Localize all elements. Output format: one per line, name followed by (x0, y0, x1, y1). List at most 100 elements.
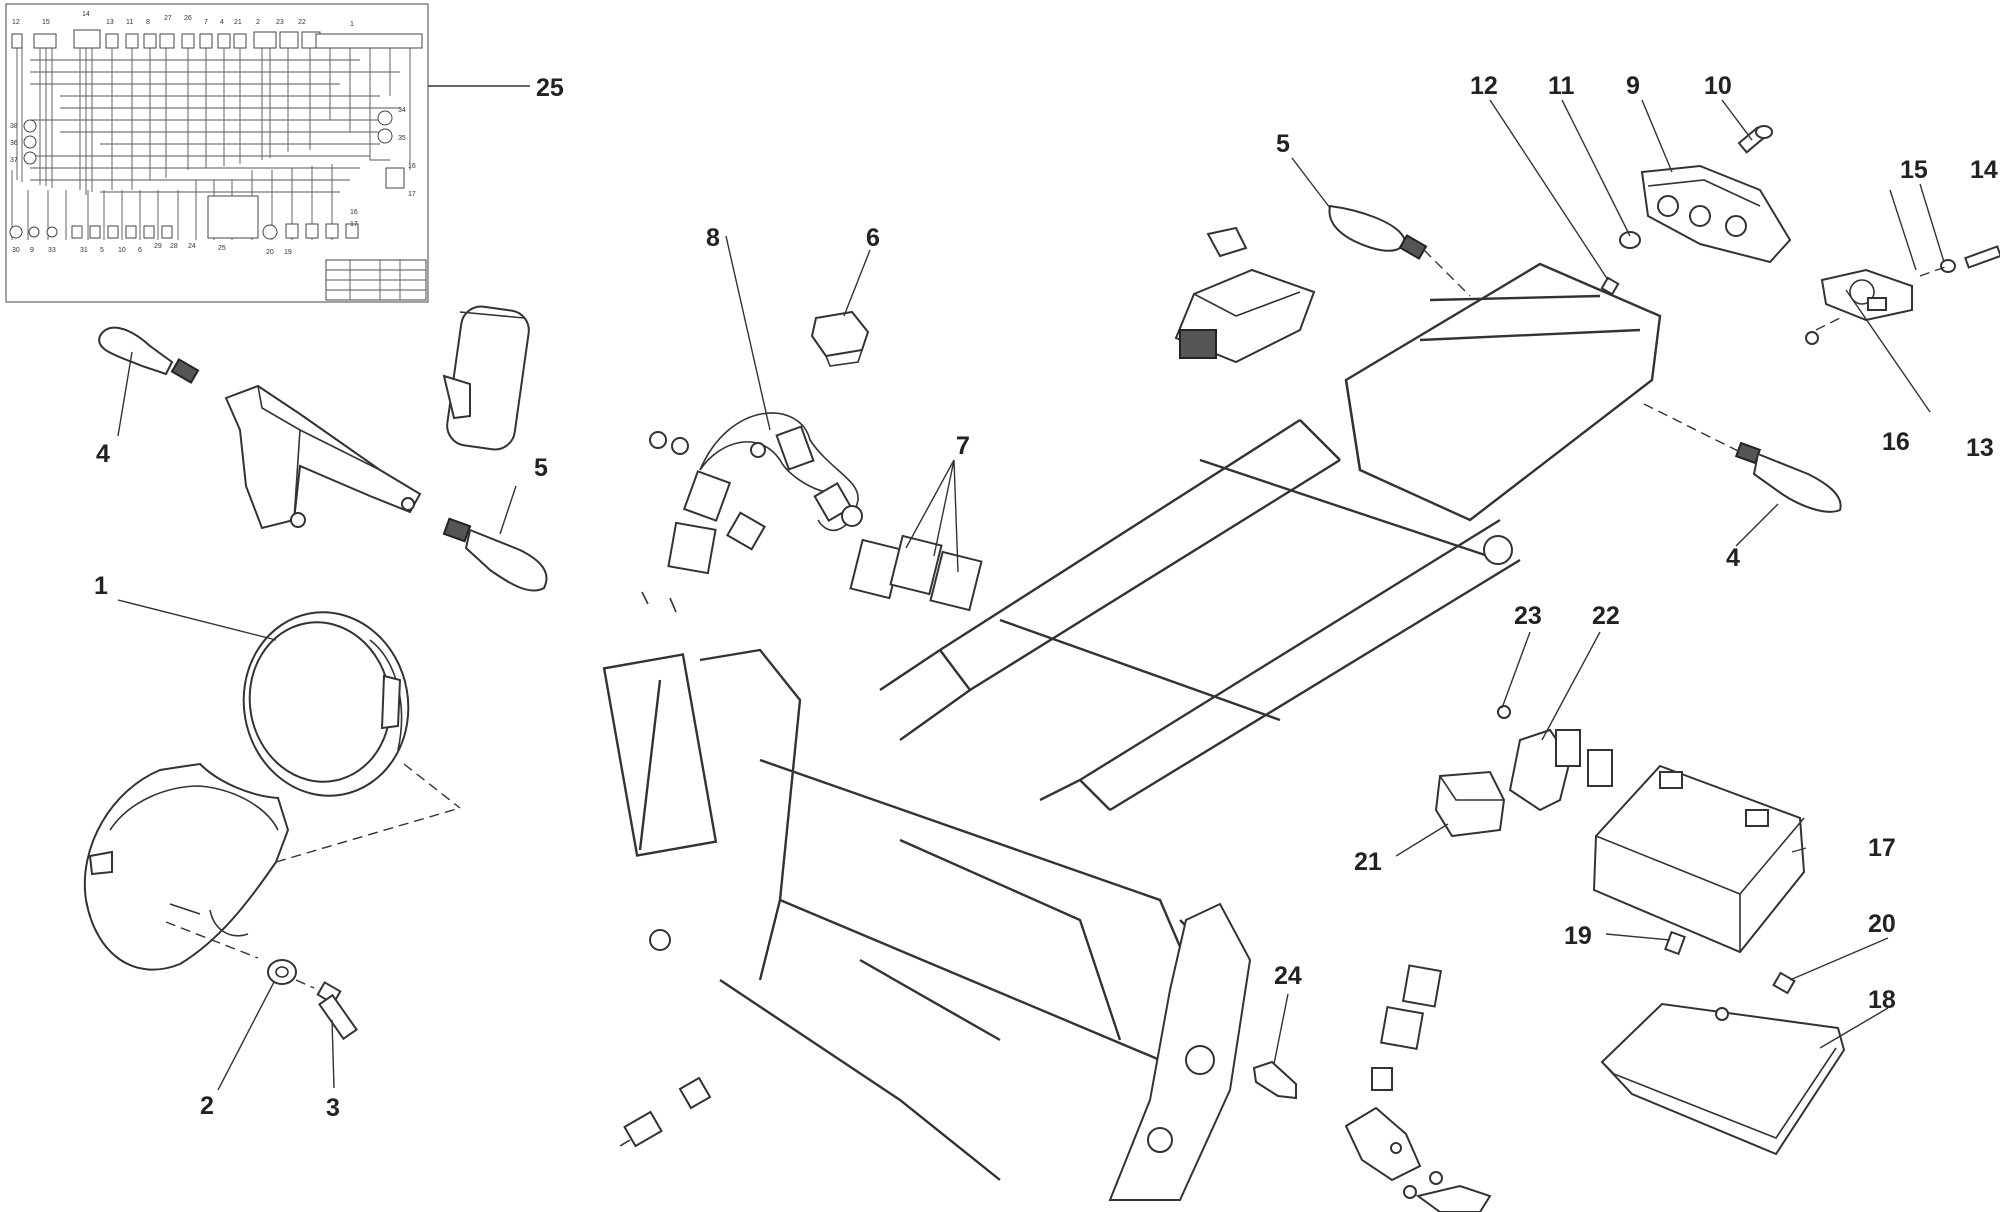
callout-numbers: 1 2 3 4 4 5 5 6 7 8 9 10 11 12 13 14 15 … (94, 72, 1998, 1122)
wiring-top-labels: 12 15 14 13 11 8 27 26 7 4 21 2 23 22 1 (12, 11, 354, 28)
relays (849, 534, 983, 612)
fuse-connectors (1555, 729, 1613, 787)
wiring-label: 14 (82, 11, 90, 18)
callout-3: 3 (326, 1094, 340, 1122)
plate-light-washer (1940, 259, 1956, 273)
wiring-title-block (325, 259, 427, 301)
wiring-label: 31 (80, 247, 88, 254)
wiring-label: 10 (118, 247, 126, 254)
battery-tray (1600, 1002, 1846, 1156)
wiring-label: 34 (398, 107, 406, 114)
bolt (316, 981, 358, 1041)
wiring-label: 26 (184, 15, 192, 22)
wiring-label: 28 (170, 243, 178, 250)
wiring-label: 36 (10, 140, 18, 147)
callout-2: 2 (200, 1092, 214, 1120)
plate-light-nut (1805, 331, 1819, 345)
callout-19: 19 (1564, 922, 1592, 950)
wiring-label: 4 (220, 19, 224, 26)
wiring-right-lamps (377, 110, 405, 189)
wiring-harness-connectors (641, 412, 863, 613)
callout-1: 1 (94, 572, 108, 600)
wiring-label: 22 (298, 19, 306, 26)
wiring-left-lamps (23, 119, 37, 165)
rear-right-indicator (1734, 441, 1842, 513)
callout-12: 12 (1470, 72, 1498, 100)
callout-21: 21 (1354, 848, 1382, 876)
callout-11: 11 (1548, 72, 1575, 100)
wiring-label: 8 (146, 19, 150, 26)
relay-socket (810, 310, 870, 367)
wiring-label: 33 (48, 247, 56, 254)
wiring-label: 16 (350, 209, 358, 216)
wiring-label: 23 (276, 19, 284, 26)
callout-14: 14 (1970, 156, 1998, 184)
wiring-label: 15 (42, 19, 50, 26)
wiring-label: 1 (350, 21, 354, 28)
wiring-label: 9 (30, 247, 34, 254)
wiring-bottom-labels: 30 9 33 31 5 10 6 29 28 24 25 20 19 16 1… (12, 209, 358, 256)
battery (1592, 764, 1806, 954)
tail-light (1640, 164, 1792, 264)
callout-5a: 5 (534, 454, 548, 482)
small-bolt (1600, 276, 1620, 296)
wiring-label: 24 (188, 243, 196, 250)
wiring-harness-lines (11, 48, 411, 240)
wiring-bottom-components (9, 195, 359, 240)
leader-lines (117, 85, 1945, 1091)
license-plate-light (1820, 268, 1913, 322)
wiring-label: 6 (138, 247, 142, 254)
callout-16: 16 (1882, 428, 1910, 456)
callout-7: 7 (956, 432, 970, 460)
starter-relay (1371, 964, 1443, 1091)
front-sensor (619, 1076, 712, 1148)
callout-17: 17 (1868, 834, 1896, 862)
wiring-label: 19 (284, 249, 292, 256)
wiring-label: 21 (234, 19, 242, 26)
battery-nut (1772, 971, 1796, 995)
callout-24: 24 (1274, 962, 1302, 990)
wiring-label: 12 (12, 19, 20, 26)
assembly-lines (165, 249, 1949, 989)
callout-10: 10 (1704, 72, 1732, 100)
callout-4a: 4 (96, 440, 110, 468)
callout-20: 20 (1868, 910, 1896, 938)
callout-18: 18 (1868, 986, 1896, 1014)
wiring-label: 17 (350, 221, 358, 228)
wiring-label: 25 (218, 245, 226, 252)
wiring-label: 5 (100, 247, 104, 254)
motorcycle-frame (602, 262, 1662, 1201)
wiring-label: 38 (10, 123, 18, 130)
wiring-label: 29 (154, 243, 162, 250)
grommet (1619, 231, 1641, 249)
voltage-regulator (1434, 770, 1506, 838)
callout-15: 15 (1900, 156, 1928, 184)
wiring-right-labels: 34 35 16 17 (398, 107, 416, 198)
washer (267, 959, 297, 985)
wiring-label: 2 (256, 19, 260, 26)
callout-4b: 4 (1726, 544, 1740, 572)
wiring-diagram: 12 15 14 13 11 8 27 26 7 4 21 2 23 22 1 … (5, 3, 429, 303)
wiring-label: 7 (204, 19, 208, 26)
callout-13: 13 (1966, 434, 1994, 462)
headlight-shell (83, 762, 290, 971)
callout-25: 25 (536, 74, 564, 102)
wiring-label: 35 (398, 135, 406, 142)
wiring-diagram-border (5, 3, 429, 303)
wiring-label: 13 (106, 19, 114, 26)
front-right-indicator (442, 517, 548, 592)
wiring-label: 30 (12, 247, 20, 254)
front-left-indicator (98, 326, 200, 384)
wiring-label: 17 (408, 191, 416, 198)
wiring-label: 20 (266, 249, 274, 256)
lower-bracket (1344, 1106, 1492, 1212)
ignition-coil (442, 305, 530, 451)
wiring-left-labels: 38 36 37 (10, 123, 18, 164)
callout-5b: 5 (1276, 130, 1290, 158)
instrument-bracket (224, 384, 422, 530)
wiring-label: 16 (408, 163, 416, 170)
callout-9: 9 (1626, 72, 1640, 100)
plate-light-screw (1964, 245, 2000, 269)
callout-8: 8 (706, 224, 720, 252)
